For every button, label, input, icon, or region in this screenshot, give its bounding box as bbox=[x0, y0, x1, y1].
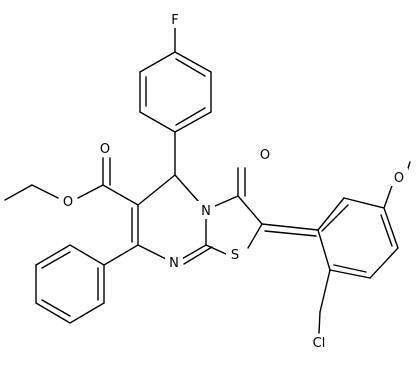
fluorine-label: F bbox=[171, 13, 178, 28]
ester-carbonyl-oxygen-label: O bbox=[100, 142, 110, 157]
bonds bbox=[4, 25, 411, 324]
bond bbox=[261, 223, 319, 231]
bond bbox=[102, 184, 139, 206]
bond bbox=[41, 251, 71, 269]
bond bbox=[103, 244, 139, 266]
bond bbox=[264, 230, 317, 237]
bond bbox=[317, 229, 331, 271]
bond bbox=[31, 184, 59, 199]
bond bbox=[69, 244, 105, 266]
bond bbox=[175, 107, 206, 126]
bond bbox=[205, 244, 227, 255]
ester-ether-oxygen-label: O bbox=[63, 195, 73, 210]
bond bbox=[69, 302, 105, 324]
bond bbox=[383, 182, 394, 209]
bond bbox=[77, 184, 104, 199]
bond bbox=[369, 247, 399, 279]
bond bbox=[35, 302, 71, 324]
bond bbox=[137, 244, 169, 261]
atom-labels: F O O O N N S O Cl bbox=[59, 10, 408, 351]
bond bbox=[329, 269, 371, 279]
chlorine-label: Cl bbox=[313, 336, 326, 351]
bond bbox=[383, 207, 399, 249]
bond bbox=[137, 174, 176, 206]
methoxy-oxygen-label: O bbox=[394, 171, 404, 186]
bond bbox=[4, 184, 33, 201]
pyrimidine-nitrogen-label: N bbox=[169, 256, 179, 271]
sulfur-label: S bbox=[231, 248, 239, 263]
bond bbox=[321, 204, 349, 232]
bond bbox=[174, 51, 212, 73]
bond bbox=[139, 51, 176, 73]
ring-carbonyl-oxygen-label: O bbox=[260, 148, 270, 163]
bond bbox=[333, 264, 367, 273]
bond bbox=[247, 223, 263, 249]
bond bbox=[319, 269, 331, 313]
bond bbox=[343, 197, 385, 209]
bond bbox=[183, 246, 213, 265]
bond bbox=[317, 197, 345, 231]
bond bbox=[175, 58, 206, 77]
bond bbox=[237, 195, 263, 225]
bond bbox=[174, 111, 212, 133]
bridge-nitrogen-label: N bbox=[201, 204, 211, 219]
bond bbox=[41, 299, 71, 317]
bond bbox=[35, 244, 71, 266]
bond bbox=[318, 311, 321, 334]
bond bbox=[139, 111, 176, 133]
bond bbox=[179, 244, 207, 261]
bond bbox=[380, 214, 393, 247]
